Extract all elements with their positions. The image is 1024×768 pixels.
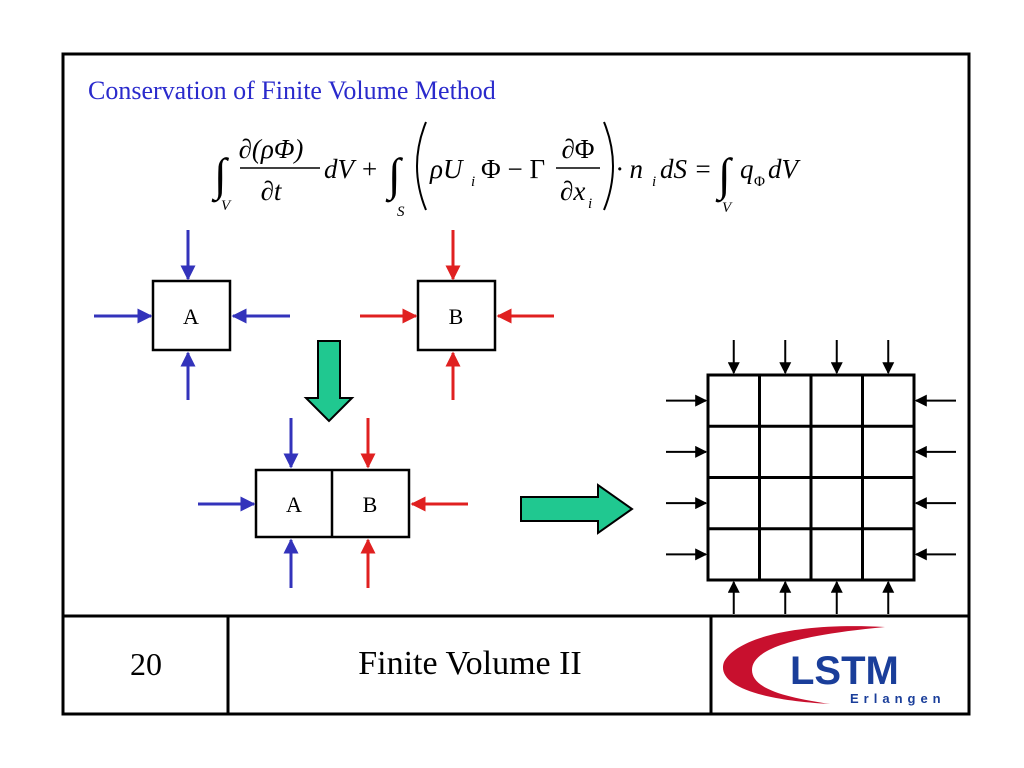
finite-volume-grid: [666, 340, 956, 614]
cell-a-box: [151, 279, 232, 352]
cell-b-box: [416, 279, 497, 352]
fraction2-denominator-subscript: i: [588, 196, 592, 212]
footer-title: Finite Volume II: [358, 645, 582, 682]
logo-subtext: Erlangen: [850, 691, 946, 706]
dot-tail: dS =: [660, 154, 712, 184]
integral-sign-3: ∫: [715, 149, 733, 203]
cell-b-group: B: [360, 230, 554, 400]
integral-subscript-3: V: [722, 200, 733, 216]
extend-right-arrow: [520, 483, 634, 535]
logo-text: LSTM: [790, 649, 899, 693]
fraction2-denominator: ∂x: [560, 176, 585, 206]
paren-lead: ρU: [429, 154, 464, 184]
paren-lead-subscript: i: [471, 174, 475, 190]
logo-swoosh: [722, 626, 885, 704]
right-paren: [603, 121, 614, 211]
rhs-tail: dV: [768, 154, 802, 184]
rhs-q-subscript: Φ: [754, 174, 765, 190]
integral-sign-1: ∫: [211, 149, 229, 203]
rhs-q: q: [740, 154, 754, 184]
slide-title: Conservation of Finite Volume Method: [88, 76, 496, 105]
fraction2-numerator: ∂Φ: [561, 134, 594, 164]
term1-tail: dV +: [324, 154, 378, 184]
dot-term-subscript: i: [652, 174, 656, 190]
merge-down-arrow: [303, 340, 355, 423]
page-number: 20: [130, 645, 162, 682]
conservation-equation: ∫ V ∂(ρΦ) ∂t dV + ∫ S ρU i Φ − Γ ∂Φ ∂x i…: [211, 121, 802, 220]
cell-a-label: A: [183, 304, 199, 329]
integral-subscript-1: V: [221, 198, 232, 214]
slide-frame: [61, 52, 971, 716]
lstm-logo: LSTM Erlangen: [722, 626, 946, 706]
merged-a-label: A: [286, 492, 302, 517]
integral-subscript-2: S: [397, 204, 405, 220]
left-paren: [416, 121, 427, 211]
merged-cells-group: A B: [198, 418, 468, 588]
cell-b-label: B: [449, 304, 464, 329]
dot-term: · n: [616, 154, 643, 184]
fraction1-denominator: ∂t: [261, 176, 283, 206]
paren-mid: Φ − Γ: [481, 154, 545, 184]
integral-sign-2: ∫: [385, 149, 403, 203]
merged-b-label: B: [363, 492, 378, 517]
fraction1-numerator: ∂(ρΦ): [239, 134, 304, 164]
cell-a-group: A: [94, 230, 290, 400]
